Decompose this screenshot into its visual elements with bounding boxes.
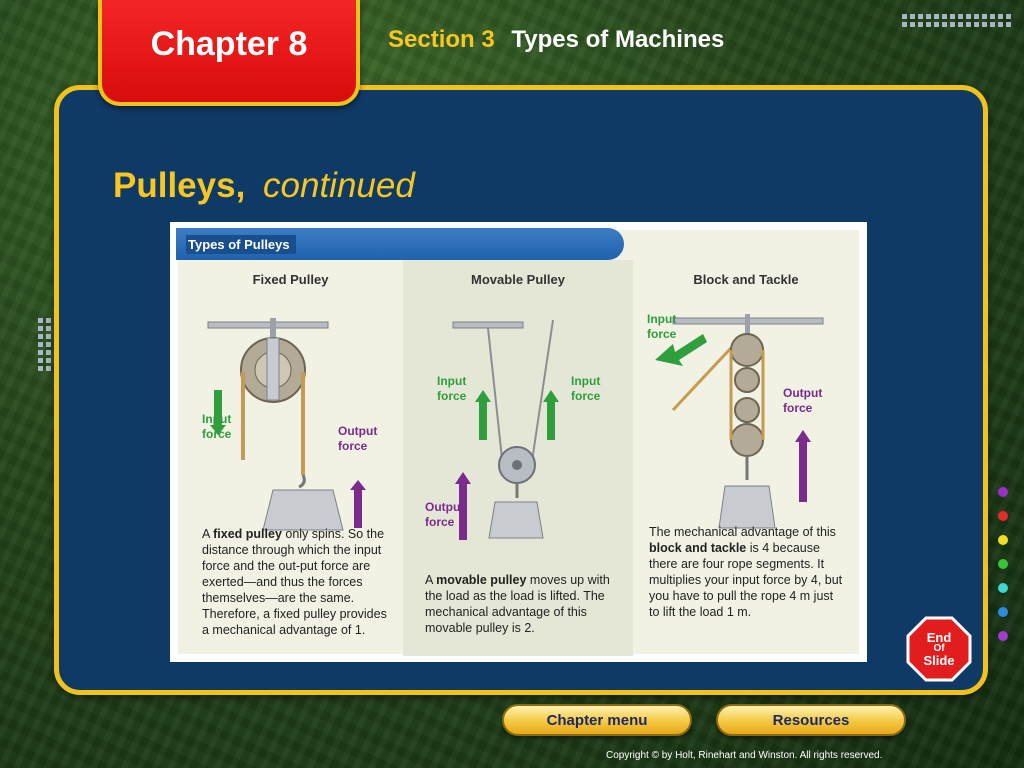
- decorative-dot: [966, 14, 971, 19]
- decorative-dot: [942, 14, 947, 19]
- decorative-dot: [926, 14, 931, 19]
- decorative-dot: [982, 14, 987, 19]
- movable-output-force-label: Output force: [425, 500, 465, 529]
- movable-input-force-right-label: Input force: [571, 374, 601, 403]
- block-output-force-label: Output force: [783, 386, 823, 415]
- fixed-output-force-label: Output force: [338, 424, 378, 453]
- figure-header-label: Types of Pulleys: [186, 234, 296, 254]
- fixed-pulley-column: Fixed Pulley Input force Output force A …: [178, 260, 403, 656]
- decorative-dot: [46, 366, 51, 371]
- decorative-dot-grid: [902, 14, 1011, 27]
- movable-input-force-left-label: Input force: [437, 374, 467, 403]
- block-and-tackle-illustration: [655, 314, 824, 529]
- decorative-dot: [38, 342, 43, 347]
- pulleys-figure: Types of Pulleys Fixed Pulley Input forc…: [170, 222, 867, 662]
- slide-title: Pulleys, continued: [113, 166, 415, 206]
- decorative-dot: [1006, 14, 1011, 19]
- decorative-dot: [38, 358, 43, 363]
- decorative-dot: [998, 14, 1003, 19]
- fixed-pulley-term: fixed pulley: [213, 527, 282, 541]
- color-dot: [998, 559, 1008, 569]
- color-dot: [998, 511, 1008, 521]
- stop-sign-icon: [906, 616, 972, 682]
- end-of-slide-line2: Of: [933, 643, 945, 654]
- color-dots: [998, 487, 1008, 655]
- slide-title-continued: continued: [263, 166, 415, 205]
- decorative-dot: [918, 22, 923, 27]
- chapter-tab: Chapter 8: [98, 0, 360, 106]
- section-number: Section 3: [388, 26, 495, 53]
- decorative-dot: [46, 358, 51, 363]
- block-and-tackle-column: Block and Tackle Input force Output forc…: [633, 260, 859, 656]
- decorative-dot: [958, 14, 963, 19]
- block-and-tackle-term: block and tackle: [649, 541, 747, 555]
- section-title: Types of Machines: [511, 26, 725, 53]
- copyright-notice: Copyright © by Holt, Rinehart and Winsto…: [606, 750, 883, 761]
- fixed-pulley-title: Fixed Pulley: [252, 272, 329, 287]
- decorative-dot: [902, 14, 907, 19]
- fixed-pulley-description: A fixed pulley only spins. So the distan…: [202, 527, 387, 637]
- color-dot: [998, 583, 1008, 593]
- decorative-dot: [38, 326, 43, 331]
- decorative-dot: [990, 14, 995, 19]
- decorative-dot: [942, 22, 947, 27]
- decorative-dot: [934, 14, 939, 19]
- decorative-dot: [934, 22, 939, 27]
- movable-pulley-term: movable pulley: [436, 573, 527, 587]
- decorative-dot: [38, 350, 43, 355]
- movable-pulley-column: Movable Pulley Input force Input force O…: [403, 260, 633, 656]
- decorative-dot: [966, 22, 971, 27]
- movable-pulley-description: A movable pulley moves up with the load …: [425, 573, 610, 635]
- movable-pulley-title: Movable Pulley: [471, 272, 565, 287]
- decorative-dot: [974, 22, 979, 27]
- decorative-dot: [1006, 22, 1011, 27]
- decorative-dot-grid-left: [38, 318, 51, 371]
- decorative-dot: [38, 318, 43, 323]
- decorative-dot: [974, 14, 979, 19]
- decorative-dot: [926, 22, 931, 27]
- fixed-input-force-label: Input force: [202, 412, 232, 441]
- decorative-dot: [918, 14, 923, 19]
- decorative-dot: [950, 22, 955, 27]
- decorative-dot: [38, 366, 43, 371]
- block-and-tackle-description: The mechanical advantage of this block a…: [649, 525, 843, 619]
- block-and-tackle-title: Block and Tackle: [693, 272, 799, 287]
- slide-title-main: Pulleys,: [113, 166, 246, 205]
- color-dot: [998, 535, 1008, 545]
- end-of-slide-line1: End: [926, 630, 952, 645]
- movable-pulley-illustration: [452, 319, 559, 540]
- decorative-dot: [910, 14, 915, 19]
- decorative-dot: [46, 350, 51, 355]
- block-input-force-label: Input force: [647, 312, 677, 341]
- decorative-dot: [958, 22, 963, 27]
- decorative-dot: [46, 334, 51, 339]
- decorative-dot: [950, 14, 955, 19]
- decorative-dot: [902, 22, 907, 27]
- decorative-dot: [910, 22, 915, 27]
- decorative-dot: [46, 318, 51, 323]
- end-of-slide-button[interactable]: End Of Slide: [906, 616, 972, 682]
- figure-header: Types of Pulleys: [176, 228, 624, 260]
- chapter-label: Chapter 8: [150, 24, 308, 63]
- resources-button[interactable]: Resources: [716, 704, 906, 736]
- color-dot: [998, 487, 1008, 497]
- decorative-dot: [982, 22, 987, 27]
- decorative-dot: [46, 326, 51, 331]
- decorative-dot: [990, 22, 995, 27]
- decorative-dot: [998, 22, 1003, 27]
- section-heading: Section 3 Types of Machines: [388, 26, 724, 54]
- decorative-dot: [46, 342, 51, 347]
- end-of-slide-line3: Slide: [923, 653, 955, 668]
- fixed-pulley-illustration: [207, 318, 366, 531]
- color-dot: [998, 631, 1008, 641]
- chapter-menu-button[interactable]: Chapter menu: [502, 704, 692, 736]
- color-dot: [998, 607, 1008, 617]
- decorative-dot: [38, 334, 43, 339]
